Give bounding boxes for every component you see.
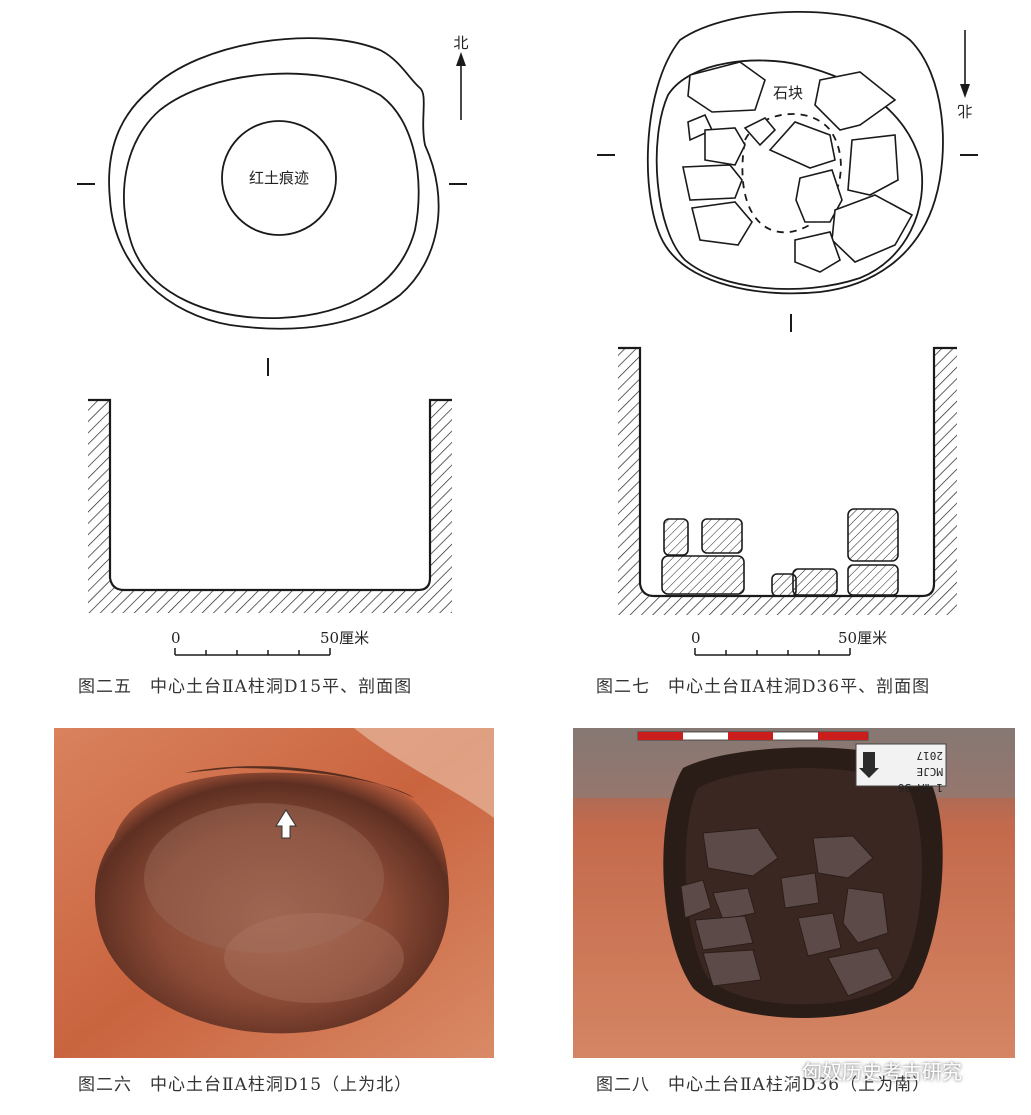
site-tag-line1: 1 ⅡA 36 — [897, 781, 943, 794]
plan-stone — [794, 231, 841, 273]
fig25-scale-start: 0 — [171, 629, 181, 647]
fig25-scale-bar — [174, 648, 331, 656]
photo-stones — [680, 827, 894, 997]
north-marker-arrow-icon — [275, 809, 297, 839]
section-stone — [792, 568, 838, 596]
plan-stone — [814, 71, 897, 131]
fig27-north-arrow: 北 — [957, 30, 973, 120]
fig25-section-view — [88, 398, 452, 613]
plan-stone — [682, 164, 743, 201]
fig27-outer-outline — [646, 10, 944, 295]
fig27-scale-start: 0 — [691, 629, 701, 647]
plan-stone — [795, 169, 843, 223]
fig27-dashed-circle — [741, 113, 842, 234]
fig27-north-label: 北 — [957, 102, 972, 120]
site-tag-line2: MCJE 2017 — [916, 749, 944, 778]
fig28-caption: 图二八 中心土台ⅡA柱洞D36（上为南） — [596, 1075, 931, 1095]
fig25-red-soil-circle — [221, 120, 337, 236]
fig25-inner-outline — [123, 72, 420, 319]
section-stone — [663, 518, 689, 556]
south-marker-arrow-icon — [859, 752, 879, 778]
plan-stone — [687, 61, 766, 113]
fig27-caption: 图二七 中心土台ⅡA柱洞D36平、剖面图 — [596, 677, 931, 697]
plan-stone — [831, 194, 914, 263]
fig26-photo — [54, 728, 494, 1058]
fig25-outer-outline — [108, 37, 440, 330]
fig28-photo: 1 ⅡA 36 MCJE 2017 — [573, 728, 1015, 1058]
fig27-plan-label: 石块 — [773, 84, 803, 102]
section-stone — [701, 518, 743, 554]
plan-stone — [743, 117, 777, 147]
fig27-plan-stones — [682, 61, 914, 273]
fig26-caption: 图二六 中心土台ⅡA柱洞D15（上为北） — [78, 1075, 413, 1095]
plan-stone — [768, 121, 836, 169]
fig25-caption: 图二五 中心土台ⅡA柱洞D15平、剖面图 — [78, 677, 413, 697]
fig25-north-label: 北 — [453, 34, 468, 52]
fig27-plan-view — [646, 10, 944, 295]
fig27-scale-bar — [694, 648, 851, 656]
watermark-text: 匈奴历史考古研究 — [802, 1060, 962, 1084]
section-stone — [847, 564, 899, 596]
fig25-plan-view — [108, 37, 440, 330]
watermark: 匈奴历史考古研究 — [770, 1056, 962, 1085]
fig25-plan-label: 红土痕迹 — [249, 169, 309, 187]
chat-bubble-icon — [770, 1063, 796, 1084]
plan-stone — [691, 201, 753, 246]
site-tag-text: 1 ⅡA 36 MCJE 2017 — [885, 747, 943, 795]
plan-stone — [704, 127, 746, 166]
fig25-north-arrow: 北 — [453, 34, 469, 120]
fig25-scale-end: 50厘米 — [320, 629, 369, 647]
plan-stone — [847, 134, 899, 196]
section-stone — [661, 555, 745, 595]
fig27-inner-outline — [655, 59, 924, 290]
fig27-section-stones — [661, 508, 899, 597]
scale-rod — [637, 731, 869, 741]
section-stone — [847, 508, 899, 562]
fig27-scale-end: 50厘米 — [838, 629, 887, 647]
